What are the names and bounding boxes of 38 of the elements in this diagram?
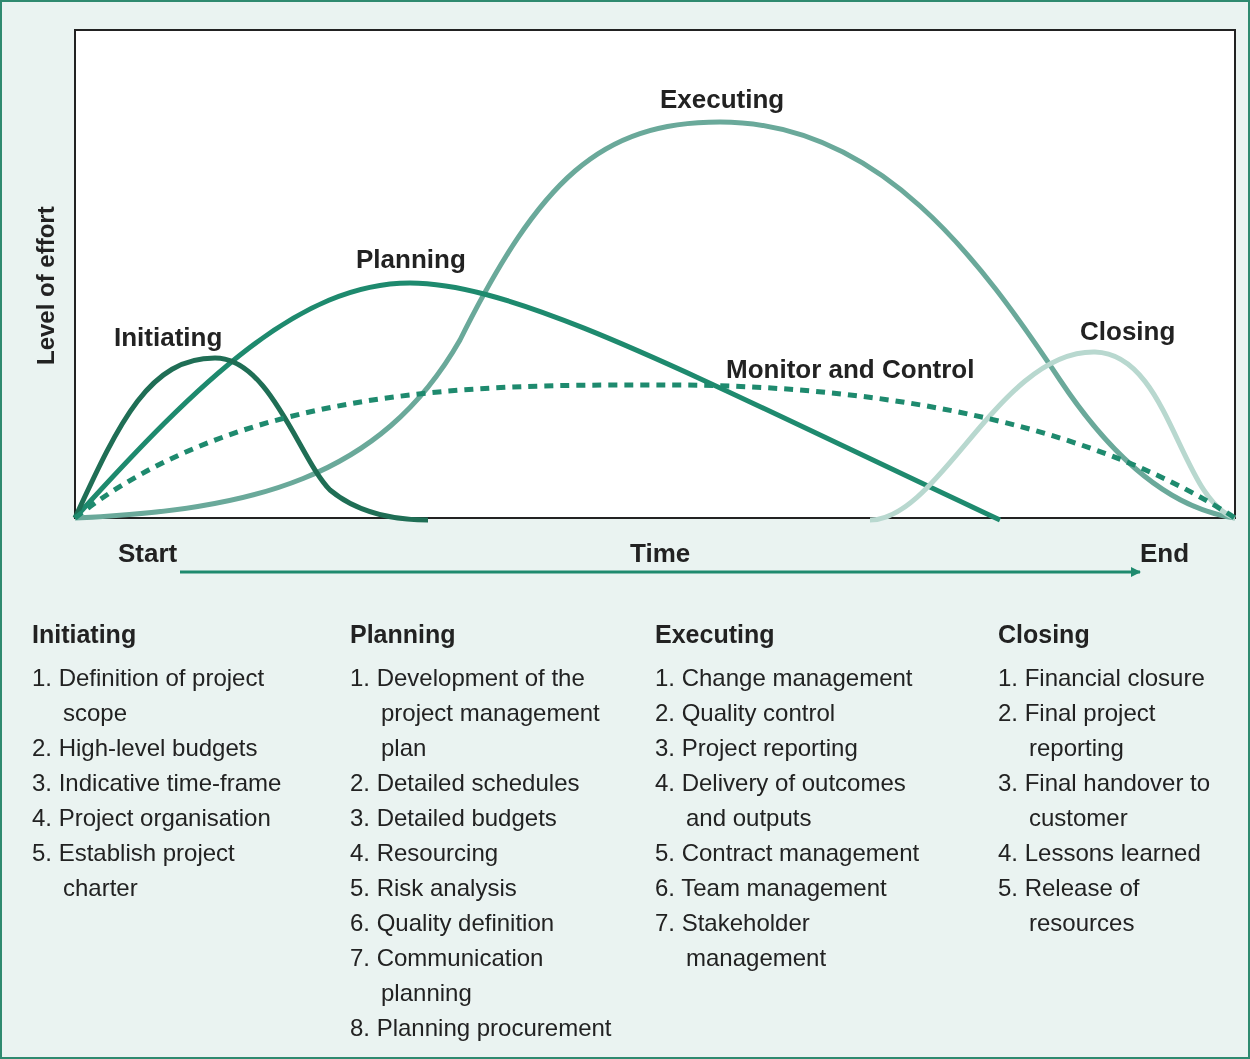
list-item: 4. Resourcing [350, 838, 500, 868]
list-item: 2. High-level budgets [32, 733, 259, 763]
list-item: 5. Establish project charter [32, 838, 236, 903]
list-item: 7. Communication planning [350, 943, 545, 1008]
list-item: 4. Lessons learned [998, 838, 1202, 868]
list-item: 2. Final project reporting [998, 698, 1157, 763]
column-heading: Initiating [32, 620, 137, 649]
list-item: 1. Financial closure [998, 663, 1206, 693]
column-heading: Executing [655, 620, 775, 649]
list-item: 1. Development of the project management plan [350, 663, 601, 763]
list-item: 4. Project organisation [32, 803, 272, 833]
list-item: 1. Definition of project scope [32, 663, 266, 728]
list-item: 8. Planning procurement [350, 1013, 613, 1043]
column-heading: Planning [350, 620, 456, 649]
list-item: 3. Final handover to customer [998, 768, 1212, 833]
list-item: 3. Detailed budgets [350, 803, 558, 833]
curve-label: Executing [660, 84, 785, 115]
curve-label: Monitor and Control [726, 354, 975, 385]
axis-label: Start [118, 538, 178, 569]
list-item: 5. Risk analysis [350, 873, 518, 903]
column-heading: Closing [998, 620, 1090, 649]
list-item: 6. Quality definition [350, 908, 556, 938]
list-item: 5. Release of resources [998, 873, 1141, 938]
list-item: 3. Project reporting [655, 733, 859, 763]
list-item: 3. Indicative time-frame [32, 768, 283, 798]
curve-label: Planning [356, 244, 466, 275]
curve-label: Initiating [114, 322, 223, 353]
list-item: 2. Detailed schedules [350, 768, 581, 798]
list-item: 1. Change management [655, 663, 914, 693]
list-item: 5. Contract management [655, 838, 921, 868]
list-item: 6. Team management [655, 873, 888, 903]
list-item: 7. Stakeholder management [655, 908, 828, 973]
axis-label: End [1140, 538, 1190, 569]
list-item: 2. Quality control [655, 698, 837, 728]
axis-title: Level of effort [32, 206, 60, 365]
list-item: 4. Delivery of outcomes and outputs [655, 768, 907, 833]
axis-label: Time [630, 538, 691, 569]
curve-label: Closing [1080, 316, 1176, 347]
